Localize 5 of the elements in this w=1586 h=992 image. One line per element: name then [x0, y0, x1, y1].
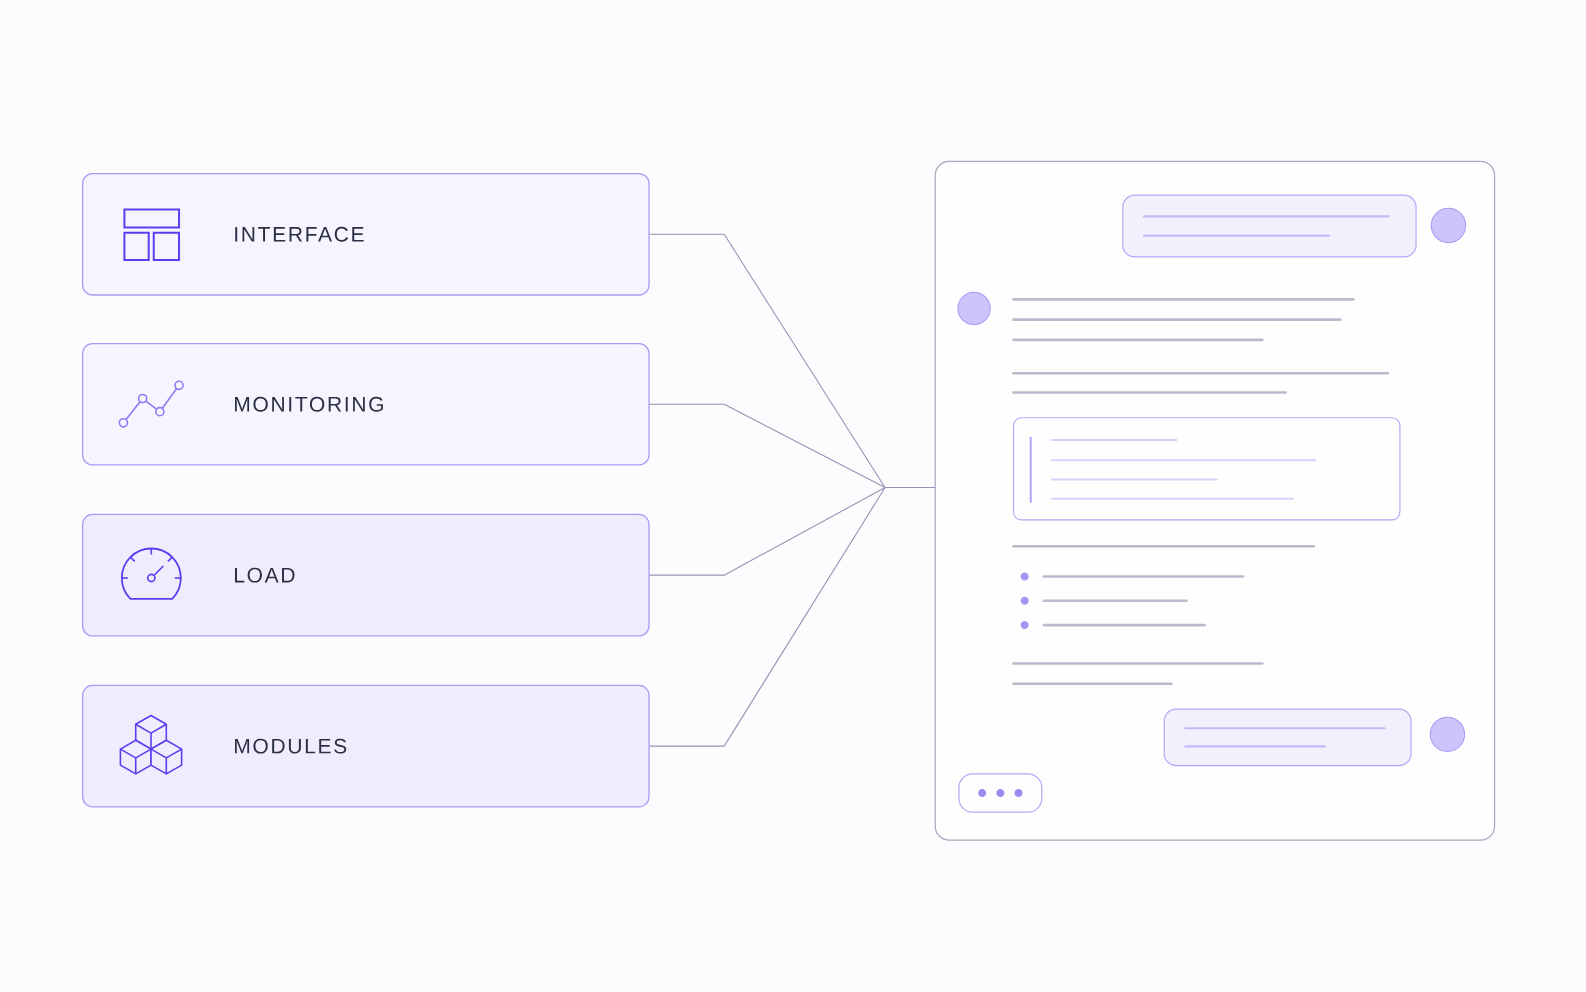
category-box: MODULES	[81, 684, 650, 808]
category-box: MONITORING	[81, 342, 650, 466]
connector-line	[649, 486, 936, 747]
category-box: INTERFACE	[81, 172, 650, 296]
category-box: LOAD	[81, 513, 650, 637]
